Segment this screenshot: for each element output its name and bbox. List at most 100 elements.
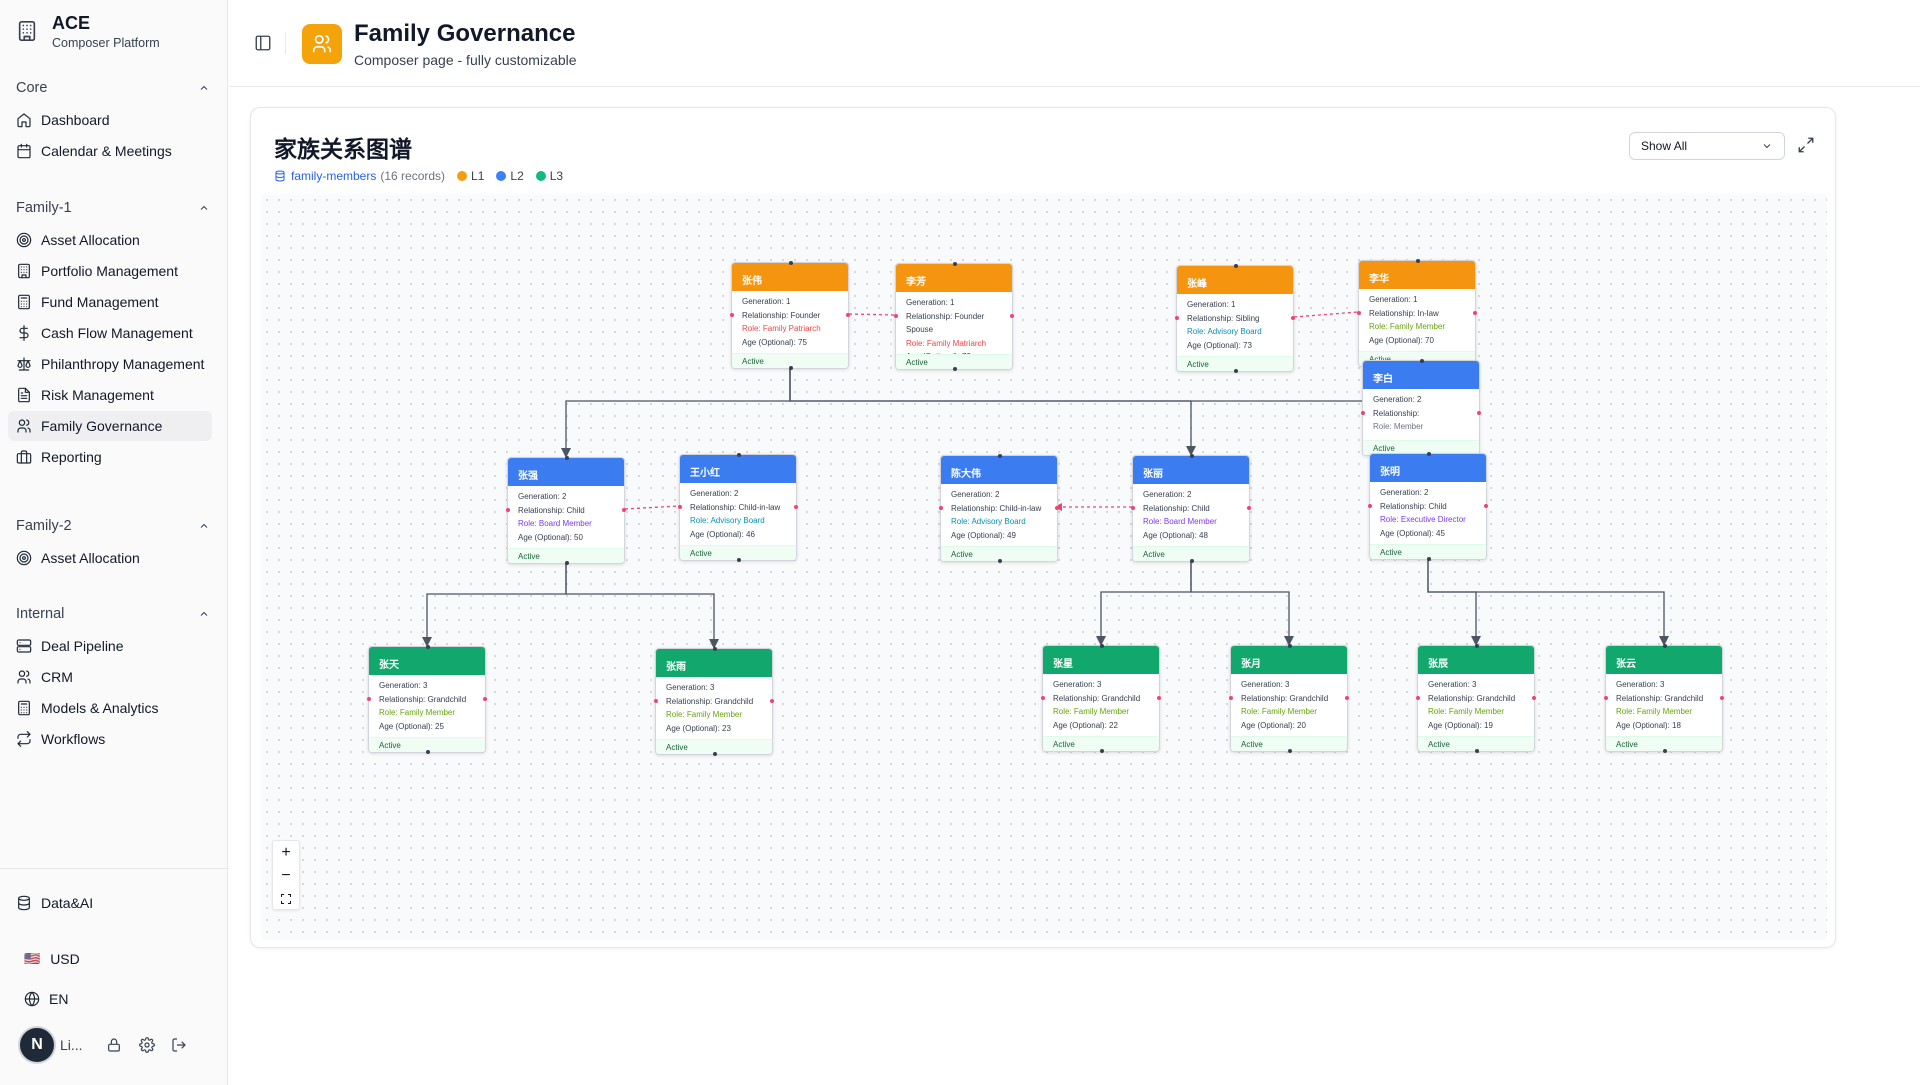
- parent-child-edge[interactable]: [1427, 560, 1481, 646]
- parent-child-edge[interactable]: [422, 564, 567, 647]
- node-handle-top[interactable]: [713, 647, 717, 651]
- node-handle-bottom[interactable]: [953, 367, 957, 371]
- node-handle-top[interactable]: [1100, 644, 1104, 648]
- node-handle-left[interactable]: [367, 697, 371, 701]
- nav-section-header[interactable]: Core: [0, 74, 228, 102]
- fit-view-button[interactable]: [273, 887, 299, 910]
- nav-section-header[interactable]: Family-2: [0, 512, 228, 540]
- node-handle-top[interactable]: [1190, 454, 1194, 458]
- sidebar-item-family-governance[interactable]: Family Governance: [8, 411, 212, 441]
- zoom-in-button[interactable]: +: [281, 843, 291, 861]
- node-handle-right[interactable]: [1532, 696, 1536, 700]
- gear-icon[interactable]: [139, 1037, 155, 1053]
- sidebar-toggle-icon[interactable]: [254, 34, 272, 52]
- node-handle-right[interactable]: [794, 505, 798, 509]
- node-handle-right[interactable]: [1010, 314, 1014, 318]
- sidebar-item-reporting[interactable]: Reporting: [8, 442, 212, 472]
- node-handle-right[interactable]: [1291, 316, 1295, 320]
- language-selector[interactable]: EN: [0, 983, 228, 1015]
- parent-child-edge[interactable]: [561, 369, 791, 458]
- node-handle-top[interactable]: [953, 262, 957, 266]
- sidebar-item-asset-allocation[interactable]: Asset Allocation: [8, 543, 212, 573]
- node-handle-left[interactable]: [894, 314, 898, 318]
- node-handle-left[interactable]: [1229, 696, 1233, 700]
- sidebar-item-calendar-meetings[interactable]: Calendar & Meetings: [8, 136, 212, 166]
- sidebar-item-models-analytics[interactable]: Models & Analytics: [8, 693, 212, 723]
- sidebar-item-data-ai[interactable]: Data&AI: [0, 888, 228, 919]
- parent-child-edge[interactable]: [789, 369, 1196, 456]
- node-handle-top[interactable]: [426, 645, 430, 649]
- node-handle-top[interactable]: [789, 261, 793, 265]
- node-handle-right[interactable]: [1473, 311, 1477, 315]
- node-handle-bottom[interactable]: [1427, 557, 1431, 561]
- brand[interactable]: ACE Composer Platform: [16, 12, 160, 52]
- parent-child-edge[interactable]: [789, 369, 1428, 457]
- parent-child-edge[interactable]: [565, 564, 719, 649]
- node-handle-left[interactable]: [1131, 506, 1135, 510]
- node-handle-left[interactable]: [1357, 311, 1361, 315]
- node-handle-top[interactable]: [1288, 644, 1292, 648]
- node-handle-right[interactable]: [1484, 504, 1488, 508]
- sidebar-item-asset-allocation[interactable]: Asset Allocation: [8, 225, 212, 255]
- nav-section-header[interactable]: Internal: [0, 600, 228, 628]
- node-handle-right[interactable]: [622, 508, 626, 512]
- node-handle-right[interactable]: [770, 699, 774, 703]
- node-handle-left[interactable]: [654, 699, 658, 703]
- sidebar-item-crm[interactable]: CRM: [8, 662, 212, 692]
- node-handle-bottom[interactable]: [426, 750, 430, 754]
- sidebar-item-dashboard[interactable]: Dashboard: [8, 105, 212, 135]
- spouse-edge[interactable]: [624, 505, 680, 510]
- parent-child-edge[interactable]: [1096, 562, 1192, 646]
- node-handle-bottom[interactable]: [1288, 749, 1292, 753]
- node-handle-left[interactable]: [1361, 411, 1365, 415]
- node-handle-left[interactable]: [730, 313, 734, 317]
- currency-selector[interactable]: 🇺🇸 USD: [0, 943, 228, 975]
- avatar[interactable]: N: [18, 1026, 56, 1064]
- node-handle-bottom[interactable]: [1475, 749, 1479, 753]
- filter-select[interactable]: Show All: [1629, 132, 1785, 160]
- node-handle-right[interactable]: [1247, 506, 1251, 510]
- user-name[interactable]: Li...: [60, 1037, 83, 1053]
- logout-icon[interactable]: [171, 1037, 187, 1053]
- spouse-edge[interactable]: [1293, 311, 1359, 318]
- node-handle-left[interactable]: [506, 508, 510, 512]
- sidebar-item-portfolio-management[interactable]: Portfolio Management: [8, 256, 212, 286]
- node-handle-left[interactable]: [939, 506, 943, 510]
- node-handle-top[interactable]: [565, 456, 569, 460]
- node-handle-left[interactable]: [678, 505, 682, 509]
- sidebar-item-workflows[interactable]: Workflows: [8, 724, 212, 754]
- node-handle-bottom[interactable]: [737, 558, 741, 562]
- node-handle-left[interactable]: [1416, 696, 1420, 700]
- parent-child-edge[interactable]: [1427, 560, 1669, 646]
- parent-child-edge[interactable]: [1190, 562, 1294, 646]
- data-source-link[interactable]: family-members: [291, 169, 377, 183]
- node-handle-top[interactable]: [1427, 452, 1431, 456]
- zoom-out-button[interactable]: −: [281, 866, 291, 884]
- node-handle-right[interactable]: [1345, 696, 1349, 700]
- sidebar-item-cash-flow-management[interactable]: Cash Flow Management: [8, 318, 212, 348]
- sidebar-item-deal-pipeline[interactable]: Deal Pipeline: [8, 631, 212, 661]
- node-handle-left[interactable]: [1041, 696, 1045, 700]
- node-handle-bottom[interactable]: [789, 366, 793, 370]
- node-handle-bottom[interactable]: [1100, 749, 1104, 753]
- node-handle-top[interactable]: [1234, 264, 1238, 268]
- node-handle-top[interactable]: [1475, 644, 1479, 648]
- nav-section-header[interactable]: Family-1: [0, 194, 228, 222]
- node-handle-bottom[interactable]: [998, 559, 1002, 563]
- node-handle-top[interactable]: [1416, 259, 1420, 263]
- lock-icon[interactable]: [106, 1037, 122, 1053]
- sidebar-item-fund-management[interactable]: Fund Management: [8, 287, 212, 317]
- sidebar-item-philanthropy-management[interactable]: Philanthropy Management: [8, 349, 212, 379]
